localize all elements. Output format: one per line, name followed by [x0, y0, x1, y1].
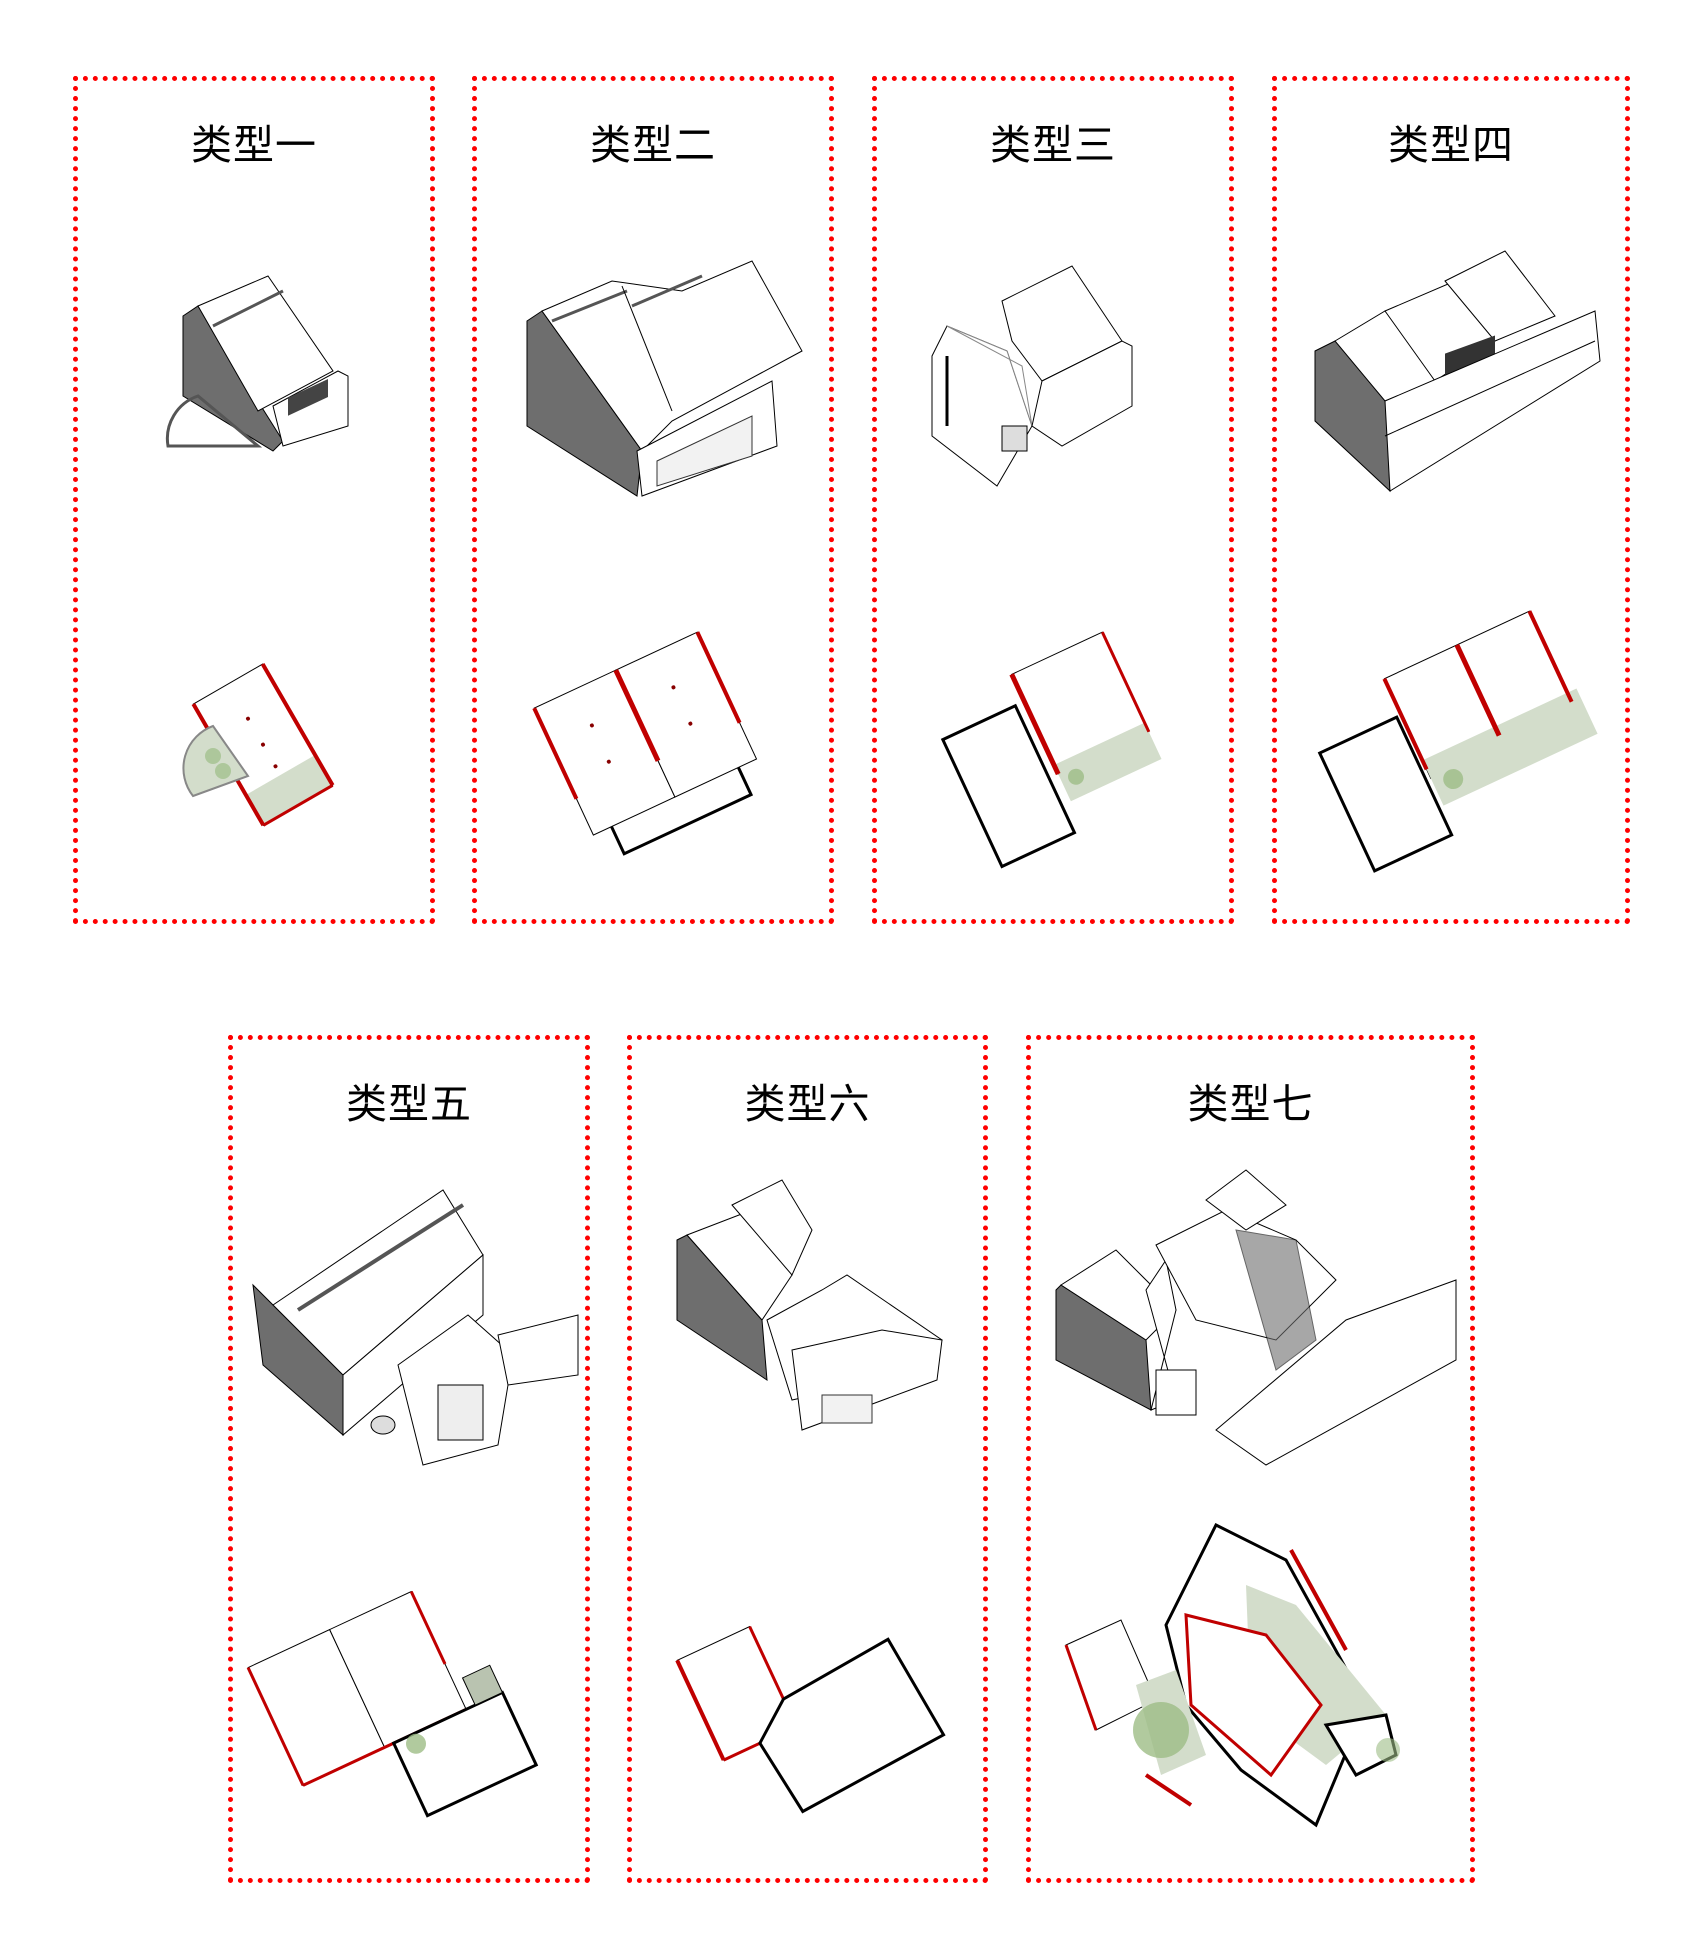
type-6-title: 类型六: [744, 1080, 871, 1128]
type-3-axonometric-drawing: [931, 265, 1172, 496]
type-2-axonometric-drawing: [522, 260, 803, 501]
type-7-title: 类型七: [1187, 1080, 1314, 1128]
type-3-panel: 类型三: [872, 76, 1234, 924]
type-7-panel: 类型七: [1026, 1035, 1475, 1883]
type-1-title: 类型一: [191, 121, 317, 169]
type-2-panel: 类型二: [472, 76, 834, 924]
type-6-axonometric-drawing: [672, 1179, 962, 1440]
type-5-title: 类型五: [346, 1080, 472, 1128]
type-3-floor-plan: [940, 621, 1172, 869]
type-3-title: 类型三: [990, 121, 1116, 169]
type-5-floor-plan: [246, 1560, 563, 1820]
type-4-floor-plan: [1317, 610, 1598, 873]
type-2-title: 类型二: [590, 121, 716, 169]
type-1-floor-plan: [158, 646, 358, 827]
type-4-title: 类型四: [1388, 121, 1514, 169]
type-2-floor-plan: [532, 621, 767, 856]
type-1-axonometric-drawing: [163, 275, 373, 456]
type-1-panel: 类型一: [73, 76, 435, 924]
type-4-axonometric-drawing: [1314, 241, 1605, 501]
type-6-floor-plan: [675, 1575, 947, 1825]
type-4-panel: 类型四: [1272, 76, 1630, 924]
type-7-floor-plan: [1064, 1522, 1446, 1835]
type-5-axonometric-drawing: [248, 1175, 579, 1466]
type-6-panel: 类型六: [627, 1035, 988, 1883]
type-7-axonometric-drawing: [1046, 1169, 1466, 1470]
type-5-panel: 类型五: [228, 1035, 590, 1883]
